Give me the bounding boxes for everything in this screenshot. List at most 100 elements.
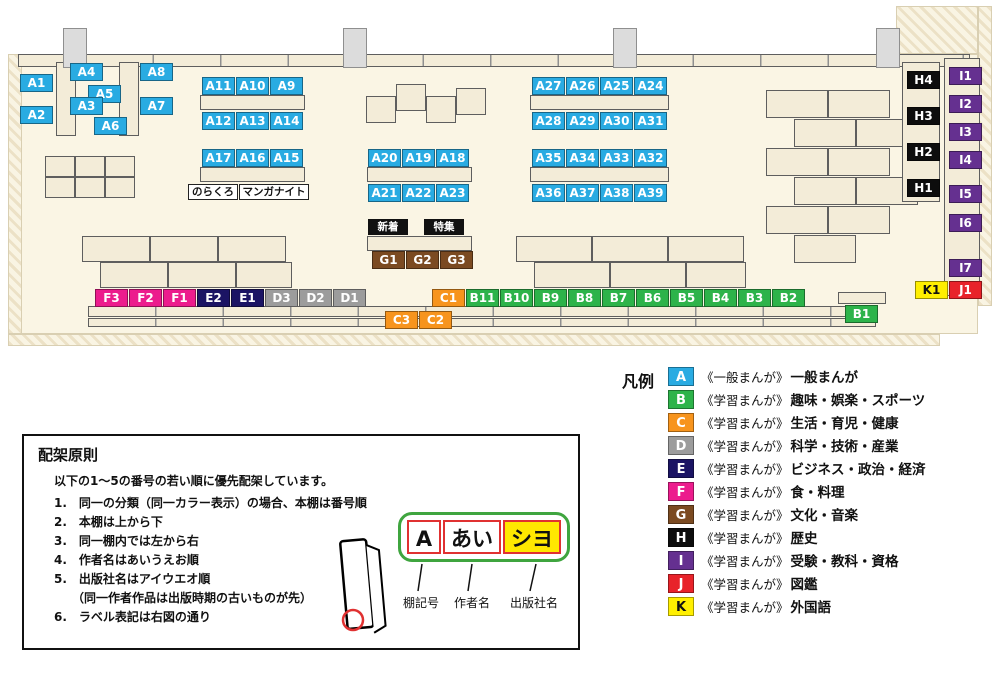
shelf-label-B6: B6	[636, 289, 669, 307]
legend-item-A: A 《一般まんが》一般まんが	[668, 366, 926, 386]
shelf-label-A15: A15	[270, 149, 303, 167]
legend-category: 文化・音楽	[790, 508, 859, 524]
map-tag: マンガナイト	[239, 184, 309, 200]
principles-item: （同一作者作品は出版時期の古いものが先）	[54, 591, 313, 605]
shelf-label-G1: G1	[372, 251, 405, 269]
shelf-block	[828, 90, 890, 118]
legend-item-C: C《学習まんが》生活・育児・健康	[668, 412, 926, 432]
shelf-label-A26: A26	[566, 77, 599, 95]
book-illustration	[339, 538, 387, 634]
shelf-label-C3: C3	[385, 311, 418, 329]
legend-type: 《学習まんが》	[701, 415, 789, 431]
shelf-block	[828, 148, 890, 176]
legend-item-D: D《学習まんが》科学・技術・産業	[668, 435, 926, 455]
shelf-label-A24: A24	[634, 77, 667, 95]
legend-type: 《学習まんが》	[701, 461, 789, 477]
shelf-block	[105, 177, 135, 198]
shelf-label-F3: F3	[95, 289, 128, 307]
shelf-block	[366, 96, 396, 123]
shelf-label-I3: I3	[949, 123, 982, 141]
legend-category: 食・料理	[790, 485, 845, 501]
shelf-label-A30: A30	[600, 112, 633, 130]
shelf-label-B7: B7	[602, 289, 635, 307]
shelf-block	[838, 292, 886, 304]
shelf-label-A6: A6	[94, 117, 127, 135]
shelf-label-F2: F2	[129, 289, 162, 307]
legend-type: 《学習まんが》	[701, 507, 789, 523]
shelf-label-G3: G3	[440, 251, 473, 269]
shelf-block	[766, 206, 828, 234]
shelf-label-H3: H3	[907, 107, 940, 125]
hatched-area	[896, 6, 978, 54]
shelf-block	[456, 88, 486, 115]
shelf-label-J1: J1	[949, 281, 982, 299]
shelf-block	[82, 236, 150, 262]
legend-title: 凡例	[622, 372, 655, 391]
shelf-label-G2: G2	[406, 251, 439, 269]
principles-item: 2. 本棚は上から下	[54, 515, 163, 529]
shelf-label-I5: I5	[949, 185, 982, 203]
legend-item-G: G《学習まんが》文化・音楽	[668, 504, 926, 524]
legend-category: 外国語	[790, 600, 832, 616]
shelf-label-H1: H1	[907, 179, 940, 197]
shelf-block	[766, 90, 828, 118]
shelf-block	[75, 156, 105, 177]
shelf-label-H4: H4	[907, 71, 940, 89]
legend-category: 一般まんが	[790, 370, 859, 386]
shelf-block	[610, 262, 686, 288]
principles-item: 5. 出版社名はアイウエオ順	[54, 572, 211, 586]
shelf-label-B2: B2	[772, 289, 805, 307]
shelf-block	[88, 318, 876, 327]
shelf-label-A19: A19	[402, 149, 435, 167]
shelf-label-E2: E2	[197, 289, 230, 307]
legend-category: 歴史	[790, 531, 818, 547]
legend-type: 《学習まんが》	[701, 530, 789, 546]
shelf-label-A38: A38	[600, 184, 633, 202]
legend-item-K: K《学習まんが》外国語	[668, 596, 926, 616]
shelf-label-A2: A2	[20, 106, 53, 124]
shelf-label-A23: A23	[436, 184, 469, 202]
label-caption-shelf-code: 棚記号	[403, 596, 440, 610]
shelf-label-A10: A10	[236, 77, 269, 95]
shelf-label-A39: A39	[634, 184, 667, 202]
legend-type: 《一般まんが》	[701, 369, 789, 385]
hatched-area	[8, 54, 22, 334]
shelf-label-I1: I1	[949, 67, 982, 85]
legend-category: 受験・教科・資格	[790, 554, 899, 570]
shelf-label-A20: A20	[368, 149, 401, 167]
shelf-label-B8: B8	[568, 289, 601, 307]
shelf-block	[396, 84, 426, 111]
legend-item-I: I《学習まんが》受験・教科・資格	[668, 550, 926, 570]
principles-item: 4. 作者名はあいうえお順	[54, 553, 199, 567]
principles-intro: 以下の1～5の番号の若い順に優先配架しています。	[54, 474, 334, 488]
shelf-label-I6: I6	[949, 214, 982, 232]
shelf-label-I4: I4	[949, 151, 982, 169]
legend-swatch: F	[668, 481, 695, 501]
shelf-label-B9: B9	[534, 289, 567, 307]
shelf-label-B4: B4	[704, 289, 737, 307]
shelf-block	[218, 236, 286, 262]
legend-swatch: D	[668, 435, 695, 455]
legend-type: 《学習まんが》	[701, 484, 789, 500]
shelf-label-A32: A32	[634, 149, 667, 167]
shelf-block	[200, 167, 305, 182]
shelf-label-A31: A31	[634, 112, 667, 130]
label-caption-author: 作者名	[454, 596, 491, 610]
legend-category: 科学・技術・産業	[790, 439, 899, 455]
shelf-label-A7: A7	[140, 97, 173, 115]
pillar	[343, 28, 367, 68]
shelf-label-F1: F1	[163, 289, 196, 307]
shelf-block	[686, 262, 746, 288]
shelf-label-A12: A12	[202, 112, 235, 130]
shelf-label-A4: A4	[70, 63, 103, 81]
shelf-block	[530, 167, 669, 182]
principles-title: 配架原則	[38, 446, 99, 464]
legend-swatch: A	[668, 366, 695, 386]
shelf-block	[766, 148, 828, 176]
shelf-block	[794, 177, 856, 205]
shelf-label-A37: A37	[566, 184, 599, 202]
